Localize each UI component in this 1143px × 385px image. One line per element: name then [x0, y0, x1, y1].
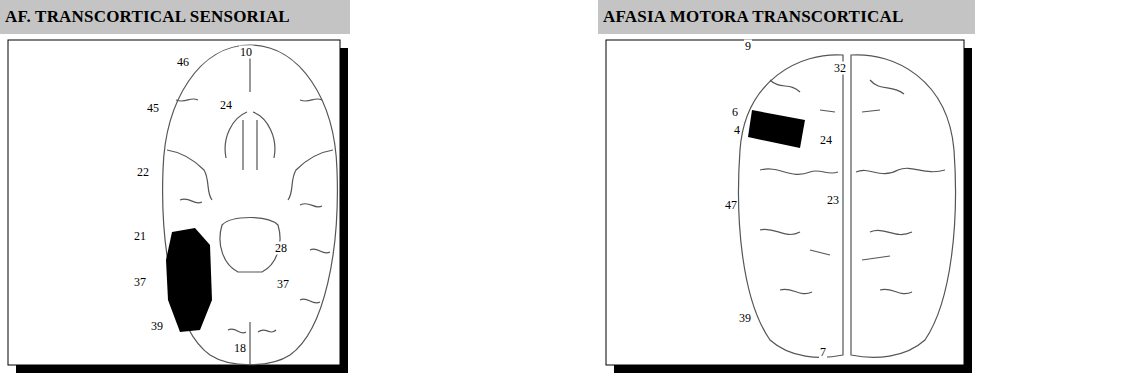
- brodmann-area-number: 7: [819, 346, 827, 359]
- brodmann-area-number: 28: [274, 242, 288, 255]
- heading-text: AF. TRANSCORTICAL SENSORIAL: [5, 7, 345, 27]
- sylvian-fissure: [167, 150, 212, 200]
- brodmann-area-number: 45: [146, 102, 160, 115]
- panel-heading: AF. TRANSCORTICAL SENSORIAL: [0, 0, 350, 34]
- brodmann-area-number: 32: [833, 62, 847, 75]
- lesion: [748, 110, 805, 148]
- panel-frame: [8, 40, 340, 365]
- heading-text: AFASIA MOTORA TRANSCORTICAL: [603, 7, 970, 27]
- brodmann-area-number: 10: [239, 46, 253, 59]
- brodmann-area-number: 39: [150, 320, 164, 333]
- brodmann-area-number: 24: [219, 99, 233, 112]
- brodmann-area-number: 37: [276, 278, 290, 291]
- brodmann-area-number: 4: [733, 124, 741, 137]
- ventricle: [225, 112, 275, 158]
- brodmann-area-number: 47: [724, 199, 738, 212]
- superior-brain: [739, 55, 956, 358]
- lesion: [166, 228, 212, 332]
- brodmann-area-number: 37: [133, 276, 147, 289]
- panel-frame: [606, 40, 964, 365]
- interhemispheric-fissure: [249, 322, 250, 364]
- brodmann-area-number: 24: [819, 134, 833, 147]
- brodmann-area-number: 23: [826, 194, 840, 207]
- brodmann-area-number: 6: [731, 106, 739, 119]
- panel-heading: AFASIA MOTORA TRANSCORTICAL: [598, 0, 975, 34]
- hemisphere-outline: [851, 55, 955, 358]
- brodmann-area-number: 46: [176, 56, 190, 69]
- brodmann-area-number: 21: [133, 230, 147, 243]
- hemisphere-outline: [739, 55, 843, 358]
- axial-brain: [163, 45, 338, 365]
- sulcus: [760, 80, 912, 294]
- brodmann-area-number: 18: [233, 342, 247, 355]
- brodmann-area-number: 22: [136, 166, 150, 179]
- ventricle: [243, 120, 257, 170]
- brodmann-area-number: 39: [738, 312, 752, 325]
- central-sulcus: [760, 169, 838, 174]
- sylvian-fissure: [288, 150, 333, 200]
- central-sulcus: [856, 168, 945, 173]
- brain-outline: [163, 45, 338, 365]
- brodmann-area-number: 9: [744, 40, 752, 53]
- midbrain: [220, 218, 280, 273]
